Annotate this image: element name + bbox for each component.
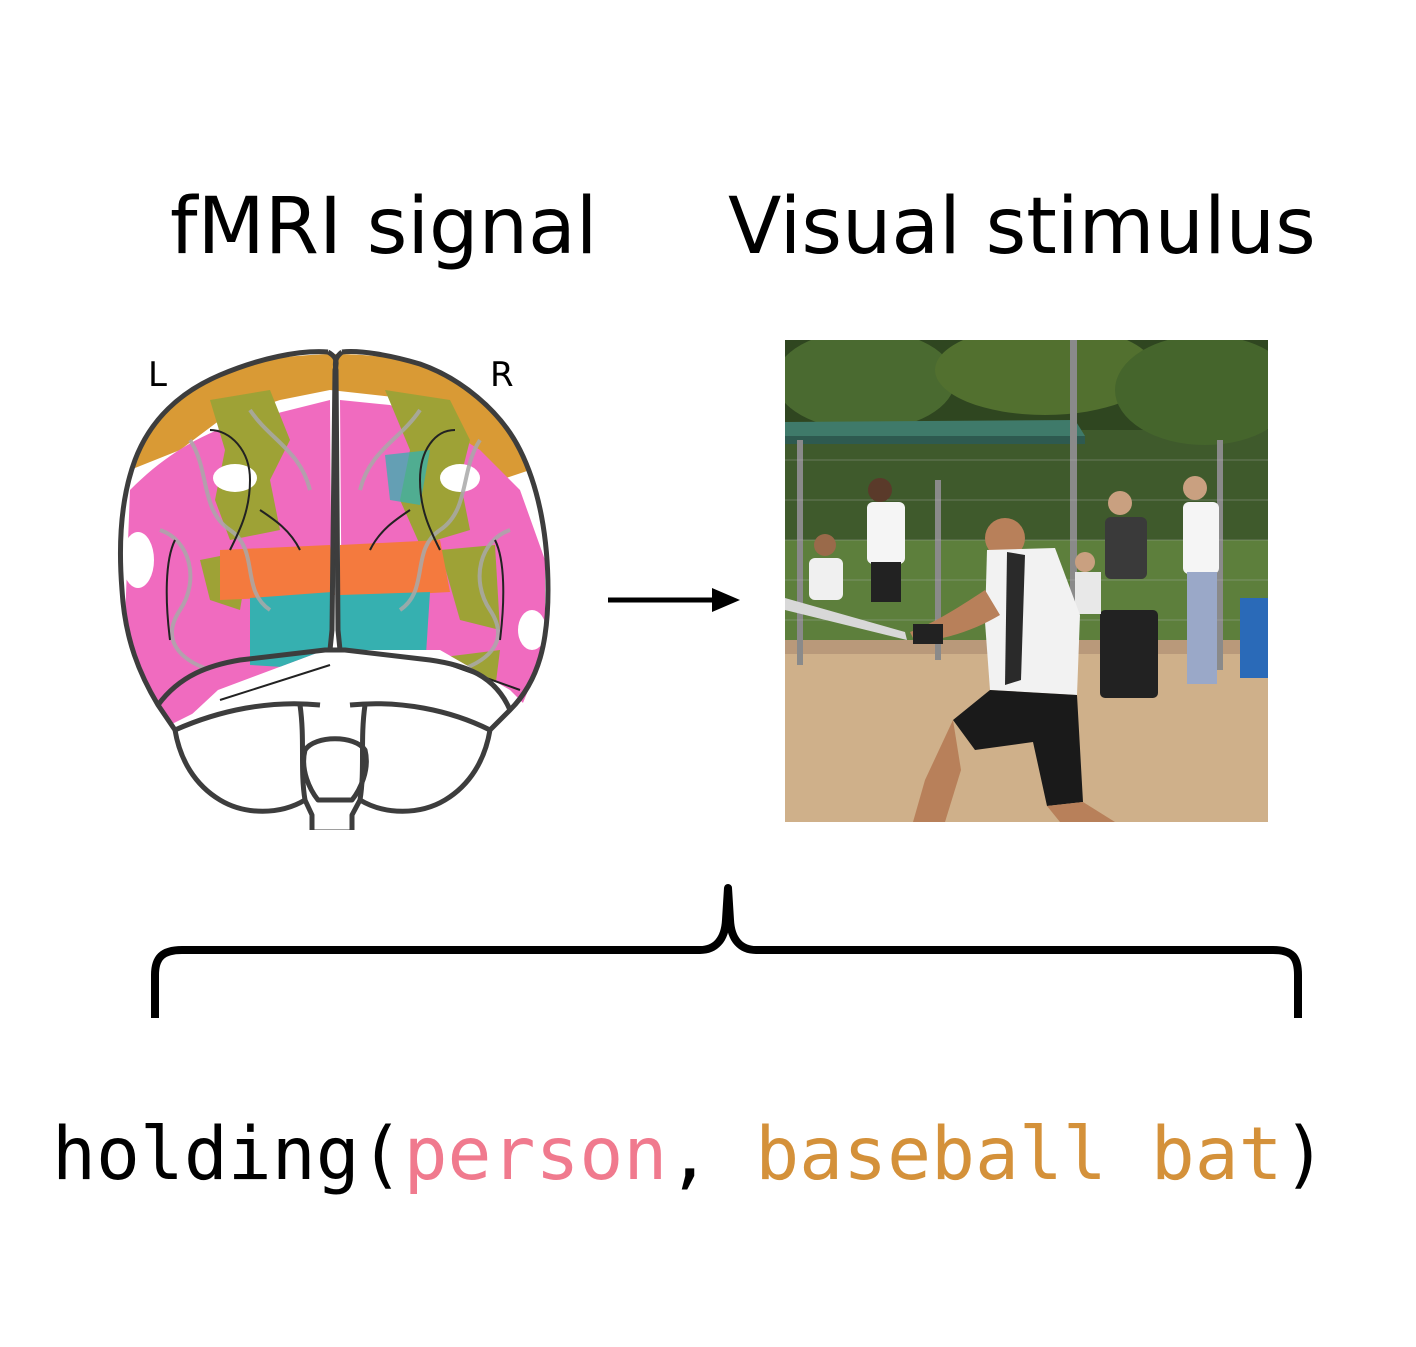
relation-separator: , — [667, 1112, 756, 1197]
right-arrow-icon — [608, 588, 740, 612]
relation-predicate: holding — [52, 1112, 360, 1197]
visual-stimulus-title: Visual stimulus — [728, 182, 1316, 272]
fmri-signal-title: fMRI signal — [170, 182, 598, 272]
brain-fmri-map-icon — [118, 349, 551, 830]
curly-brace-icon — [151, 884, 1302, 1018]
close-paren: ) — [1282, 1112, 1327, 1197]
open-paren: ( — [359, 1112, 404, 1197]
baseball-batter-photo — [785, 340, 1268, 822]
left-hemisphere-label: L — [148, 355, 167, 395]
right-hemisphere-label: R — [490, 355, 514, 395]
relation-expression: holding(person, baseball bat) — [52, 1118, 1327, 1191]
relation-subject: person — [403, 1112, 668, 1197]
relation-object: baseball bat — [755, 1112, 1283, 1197]
